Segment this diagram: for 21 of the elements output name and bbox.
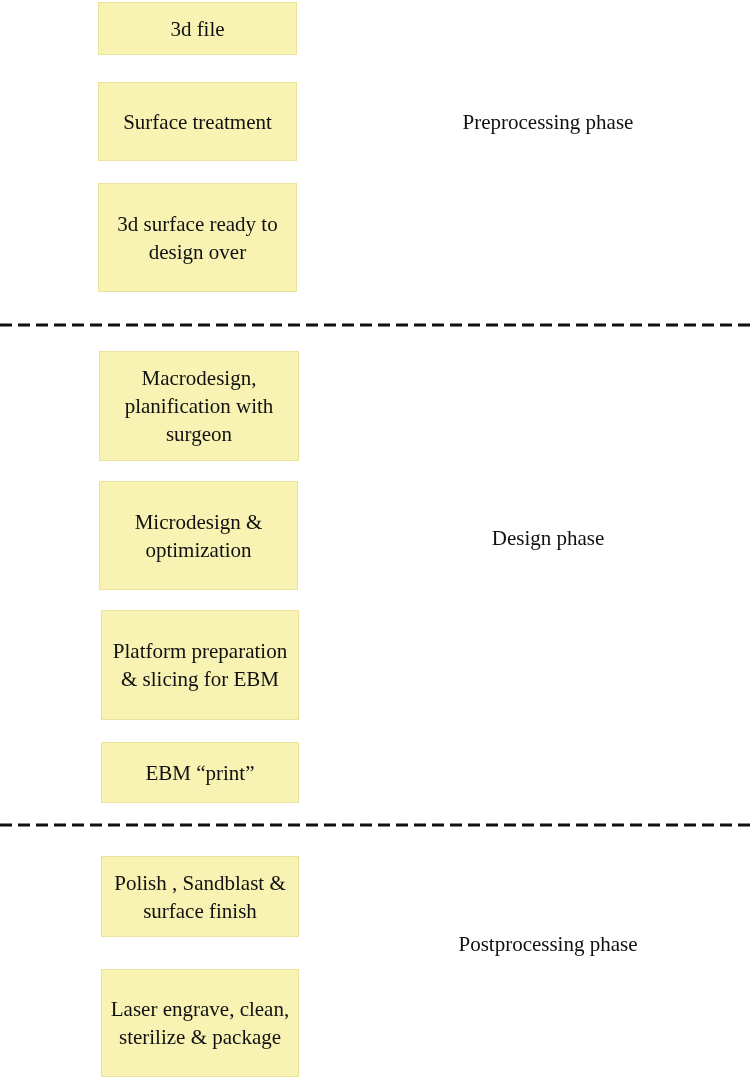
- phase-label: Preprocessing phase: [461, 109, 635, 136]
- process-box: [101, 610, 299, 720]
- process-box: [98, 183, 297, 292]
- phase-label: Design phase: [490, 525, 606, 552]
- step-text: Platform preparation & slicing for EBM: [111, 638, 289, 693]
- phase-label: Postprocessing phase: [457, 931, 639, 958]
- process-box: [101, 742, 299, 803]
- step-text: Microdesign & optimization: [133, 508, 264, 564]
- process-box: [98, 82, 297, 161]
- process-box: [99, 481, 298, 590]
- step-text: 3d file: [169, 15, 226, 43]
- step-text: 3d surface ready to design over: [116, 210, 279, 266]
- process-box: [101, 856, 299, 937]
- step-text: EBM “print”: [144, 759, 256, 787]
- step-text: Macrodesign, planification with surgeon: [123, 365, 275, 448]
- step-text: Surface treatment: [122, 108, 273, 136]
- step-text: Polish , Sandblast & surface finish: [113, 869, 287, 925]
- process-box: [98, 2, 297, 55]
- process-box: [99, 351, 299, 461]
- step-text: Laser engrave, clean, sterilize & package: [109, 996, 291, 1051]
- process-box: [101, 969, 299, 1077]
